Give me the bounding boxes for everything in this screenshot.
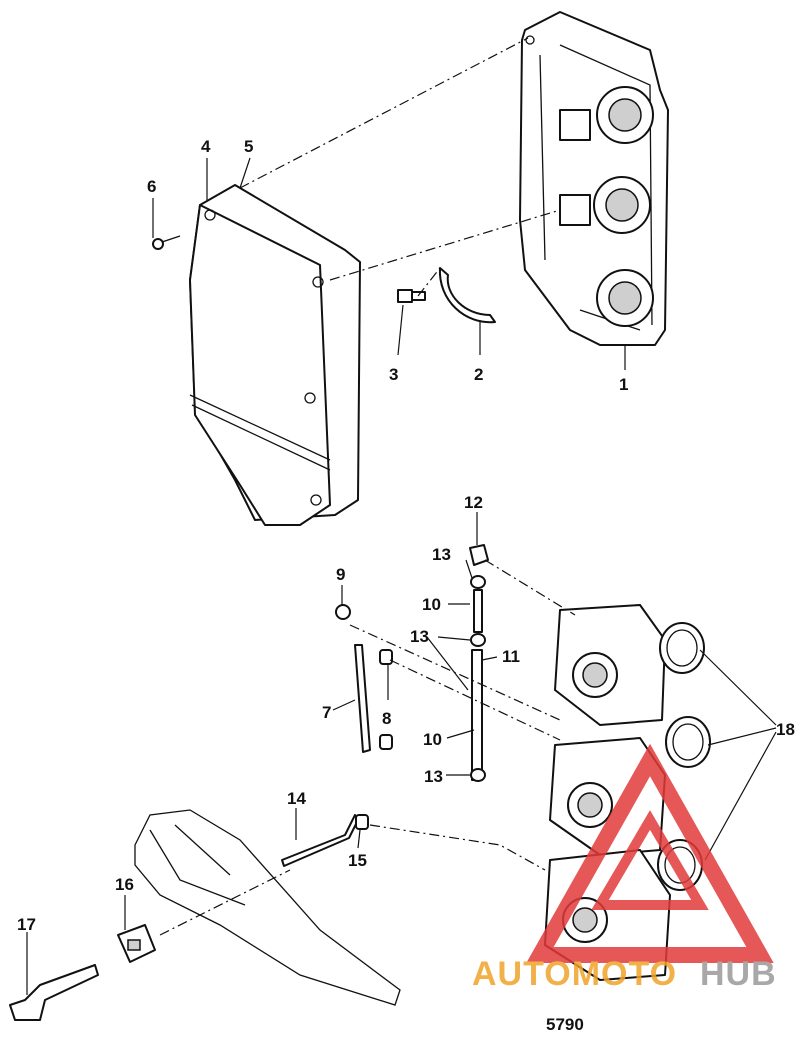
- callout-12: 12: [464, 493, 483, 512]
- rod-clip-15: [355, 814, 369, 830]
- watermark-text-hub: HUB: [700, 955, 777, 993]
- link-clips: [379, 649, 393, 750]
- watermark-logo: AUTOMOTO HUB: [472, 743, 777, 993]
- choke-rod: [281, 814, 359, 867]
- ball-joint-12: [469, 544, 489, 566]
- callout-10-upper: 10: [422, 595, 441, 614]
- callout-18: 18: [776, 720, 795, 739]
- callout-11: 11: [502, 647, 520, 666]
- watermark-text-auto: AUTOMOTO: [472, 955, 677, 993]
- air-silencer-cover: [189, 184, 361, 526]
- callout-17: 17: [17, 915, 36, 934]
- link-rod-10: [471, 589, 483, 781]
- bushings: [335, 575, 486, 782]
- callout-5: 5: [244, 137, 253, 156]
- intake-manifold: [519, 11, 669, 346]
- hose-clip: [438, 267, 496, 324]
- callout-7: 7: [322, 703, 331, 722]
- callout-16: 16: [115, 875, 134, 894]
- callout-3: 3: [389, 365, 398, 384]
- screw-part-6: [152, 235, 181, 250]
- callout-13-top: 13: [432, 545, 451, 564]
- callout-13-bottom: 13: [424, 767, 443, 786]
- callout-15: 15: [348, 851, 367, 870]
- callout-9: 9: [336, 565, 345, 584]
- callout-1: 1: [619, 375, 628, 394]
- callout-2: 2: [474, 365, 483, 384]
- handle-17: [9, 964, 99, 1021]
- bottom-cowl: [134, 809, 401, 1006]
- grommet-16: [117, 924, 156, 963]
- drawing-number: 5790: [546, 1015, 584, 1034]
- callout-8: 8: [382, 709, 391, 728]
- callout-6: 6: [147, 177, 156, 196]
- callout-4: 4: [201, 137, 211, 156]
- callout-14: 14: [287, 789, 306, 808]
- watermark-triangle-icon: [526, 743, 774, 963]
- callout-13-mid: 13: [410, 627, 429, 646]
- callout-10-lower: 10: [423, 730, 442, 749]
- throttle-link-rod: [354, 644, 371, 753]
